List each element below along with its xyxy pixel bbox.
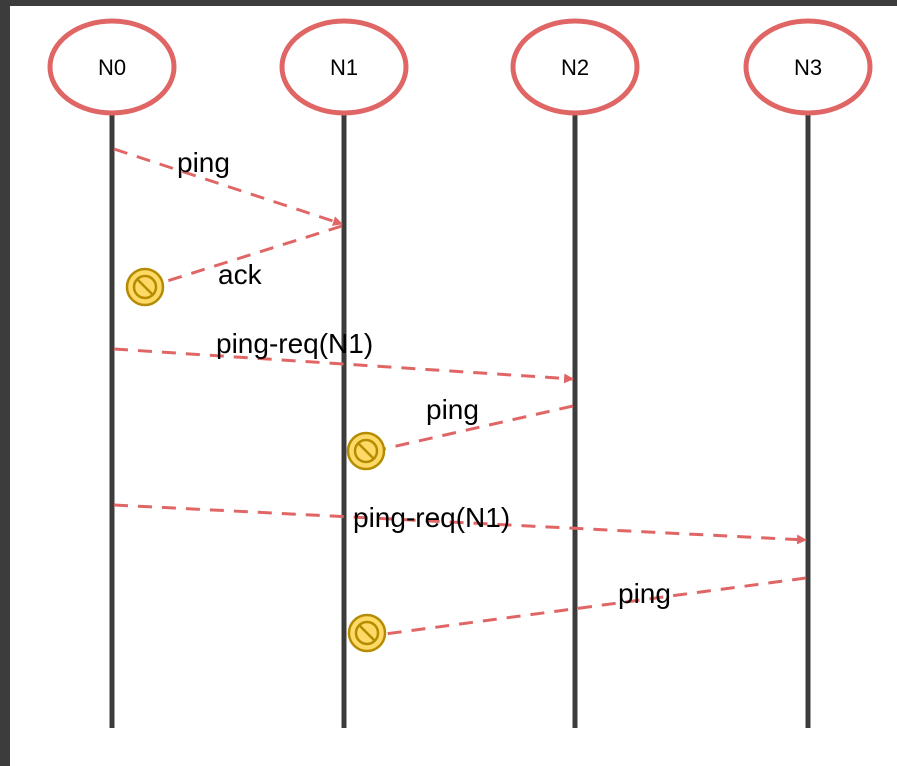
node-n2: N2 [510,18,640,116]
diagram-canvas: N0 N1 N2 N3 ping ack ping-req(N1) ping p… [10,6,897,766]
message-ping-n3-n1 [369,576,807,638]
message-ping-n2-n1-label: ping [426,394,479,425]
message-pingreq-n0-n2-label: ping-req(N1) [216,328,373,359]
node-n0-label: N0 [98,55,126,80]
message-pingreq-n0-n2 [113,347,574,384]
message-ping-n3-n1-label: ping [618,578,671,609]
message-ack-n1-n0-label: ack [218,259,263,290]
message-ping-n0-n1-label: ping [177,147,230,178]
message-pingreq-n0-n3 [113,503,807,545]
no-entry-icon [347,613,387,653]
node-n1: N1 [279,18,409,116]
no-entry-icon [346,431,386,471]
node-n0: N0 [47,18,177,116]
message-pingreq-n0-n3-label: ping-req(N1) [353,502,510,533]
node-n3: N3 [743,18,873,116]
message-ack-n1-n0 [147,224,343,289]
message-ping-n0-n1 [113,147,343,226]
message-ping-n2-n1 [369,404,574,454]
no-entry-icon [125,267,165,307]
node-n1-label: N1 [330,55,358,80]
sequence-diagram: N0 N1 N2 N3 ping ack ping-req(N1) ping p… [47,18,873,728]
node-n3-label: N3 [794,55,822,80]
node-n2-label: N2 [561,55,589,80]
